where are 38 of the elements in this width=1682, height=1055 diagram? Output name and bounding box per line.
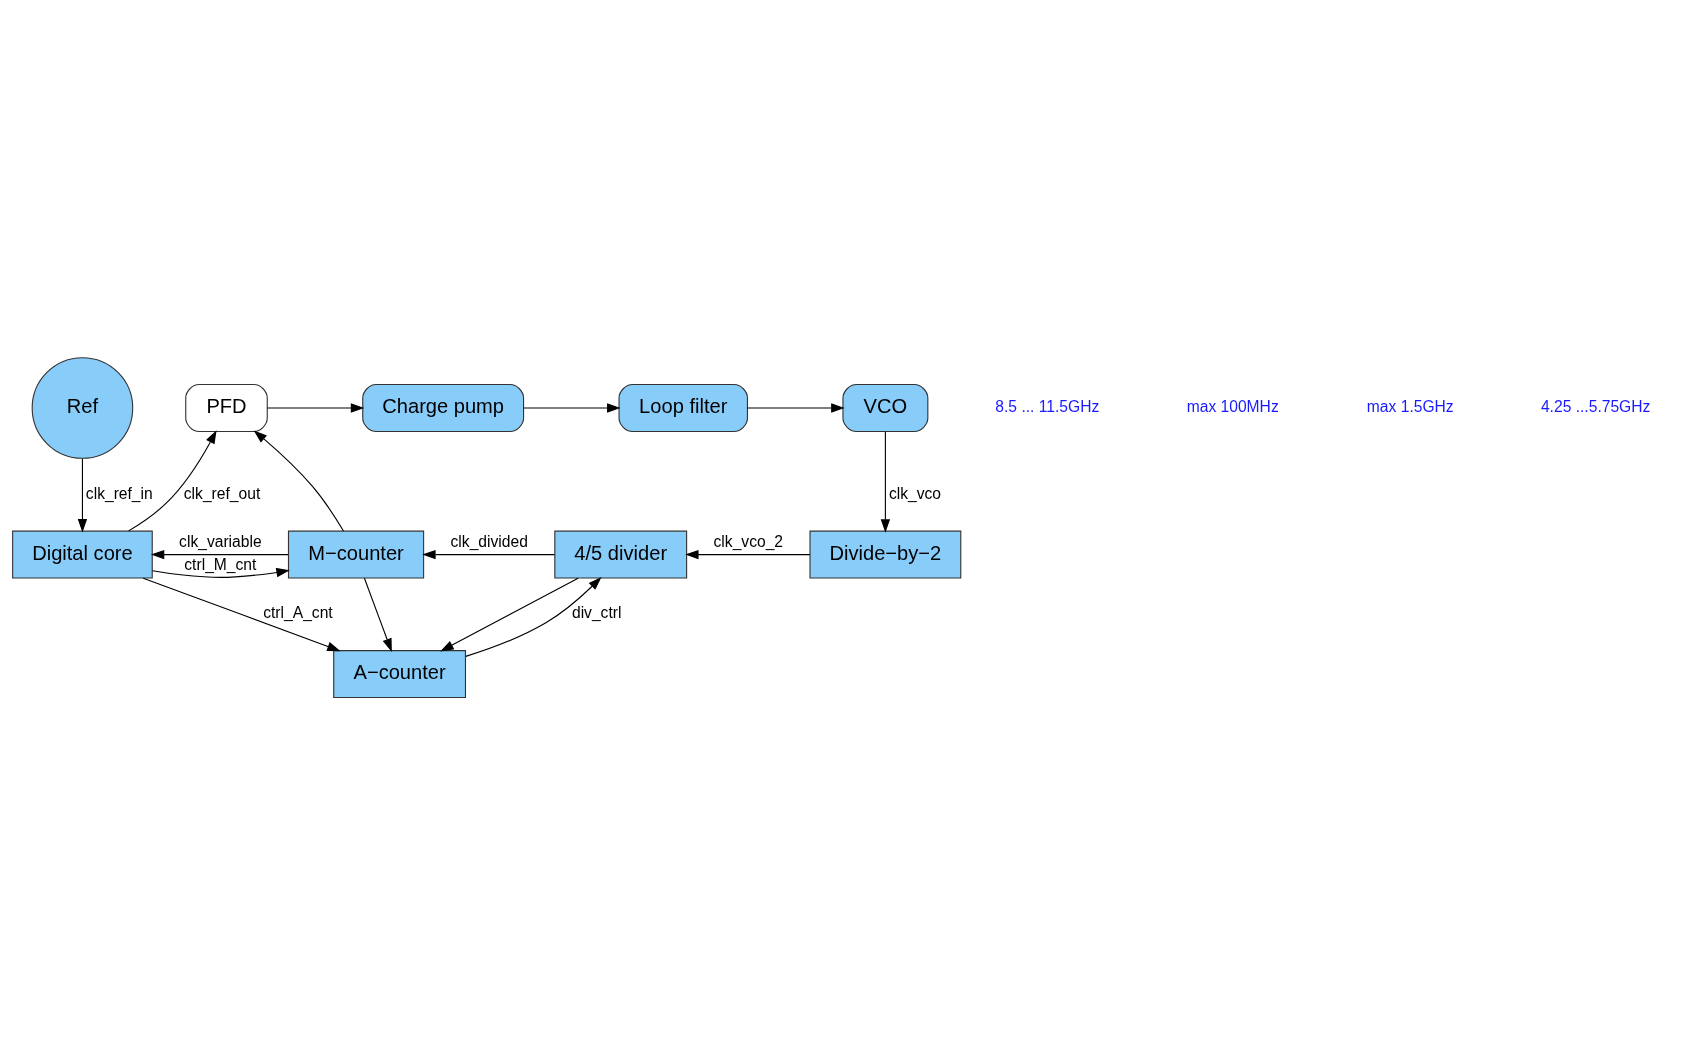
arrow xyxy=(151,567,290,578)
edge-label: clk_vco_2 xyxy=(713,532,784,550)
arrow xyxy=(77,458,88,533)
arrow xyxy=(422,549,555,560)
node-box: A−counter xyxy=(333,650,467,699)
node-circle: Ref xyxy=(31,357,134,459)
edge-label: clk_ref_out xyxy=(183,484,261,502)
label: max 1.5GHz xyxy=(1366,398,1454,416)
arrow xyxy=(128,430,217,532)
arrow xyxy=(880,431,891,533)
label: 4.25 ...5.75GHz xyxy=(1540,398,1651,416)
node-box: Divide−by−2 xyxy=(809,530,962,579)
node-box: PFD xyxy=(185,384,268,432)
edge-label: clk_vco xyxy=(888,484,942,502)
label: max 100MHz xyxy=(1186,398,1279,416)
edge-label: clk_variable xyxy=(179,532,262,550)
label: 8.5 ... 11.5GHz xyxy=(995,398,1100,416)
arrow xyxy=(465,576,602,657)
node-box: VCO xyxy=(842,384,929,432)
arrow xyxy=(267,403,365,413)
arrow xyxy=(150,549,289,560)
arrow xyxy=(523,403,621,413)
edge-label: clk_divided xyxy=(450,532,528,550)
node-box: 4/5 divider xyxy=(554,530,688,579)
arrow xyxy=(363,577,392,652)
arrow xyxy=(685,549,811,560)
arrow xyxy=(253,430,345,532)
node-box: M−counter xyxy=(287,530,425,579)
node-box: Digital core xyxy=(12,530,153,579)
edge-label: clk_ref_in xyxy=(85,484,153,502)
node-box: Charge pump xyxy=(362,384,525,432)
edge-label: ctrl_A_cnt xyxy=(263,604,333,622)
edge-label: div_ctrl xyxy=(571,604,622,622)
arrow xyxy=(142,577,341,652)
arrow xyxy=(747,403,845,413)
edge-label: ctrl_M_cnt xyxy=(184,556,257,574)
node-box: Loop filter xyxy=(618,384,749,432)
arrow xyxy=(440,577,579,652)
